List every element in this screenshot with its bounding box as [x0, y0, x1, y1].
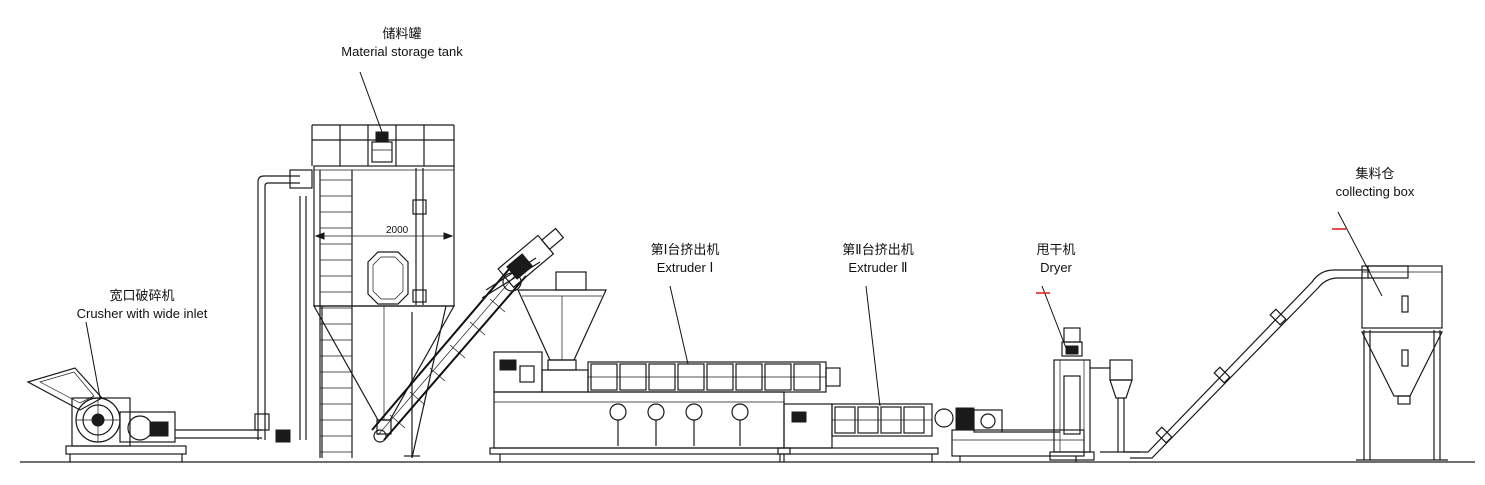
label-extruder-2-zh: 第Ⅱ台挤出机 [842, 243, 914, 258]
label-storage-tank-zh: 储料罐 [382, 27, 422, 42]
cooling-tank [951, 429, 1085, 462]
leader-extruder-2 [865, 285, 881, 407]
label-collecting-box-zh: 集料仓 [1355, 167, 1395, 182]
ladder [319, 170, 353, 458]
screw-conveyor [371, 227, 587, 443]
dryer [1049, 327, 1140, 461]
feed-pipe [175, 429, 262, 439]
label-collecting-box-en: collecting box [1335, 184, 1415, 199]
leader-crusher [85, 321, 101, 399]
label-extruder-1-en: Extruder Ⅰ [656, 260, 714, 275]
label-storage-tank: 储料罐 Material storage tank [322, 26, 482, 60]
label-dryer-zh: 甩干机 [1036, 243, 1076, 258]
label-extruder-2: 第Ⅱ台挤出机 Extruder Ⅱ [818, 242, 938, 276]
riser-pipes [254, 169, 313, 443]
leader-storage-tank [359, 71, 383, 133]
label-crusher-zh: 宽口破碎机 [109, 289, 175, 304]
label-collecting-box: 集料仓 collecting box [1310, 166, 1440, 200]
collecting-box-unit [1356, 265, 1448, 461]
label-crusher: 宽口破碎机 Crusher with wide inlet [52, 288, 232, 322]
leader-extruder-1 [669, 285, 689, 365]
label-extruder-2-en: Extruder Ⅱ [848, 260, 908, 275]
extruder-2 [777, 403, 1003, 462]
label-dryer: 甩干机 Dryer [1016, 242, 1096, 276]
tank-diameter-dimension: 2000 [386, 225, 409, 236]
leader-dryer [1041, 285, 1067, 349]
crusher [26, 367, 187, 462]
label-dryer-en: Dryer [1040, 260, 1072, 275]
label-extruder-1-zh: 第Ⅰ台挤出机 [650, 243, 720, 258]
material-storage-tank [311, 124, 456, 459]
label-storage-tank-en: Material storage tank [341, 44, 463, 59]
extruder-1 [489, 289, 841, 462]
label-extruder-1: 第Ⅰ台挤出机 Extruder Ⅰ [630, 242, 740, 276]
leader-collecting-box [1337, 211, 1383, 297]
conveying-pipe [1124, 269, 1370, 459]
label-crusher-en: Crusher with wide inlet [76, 306, 208, 321]
